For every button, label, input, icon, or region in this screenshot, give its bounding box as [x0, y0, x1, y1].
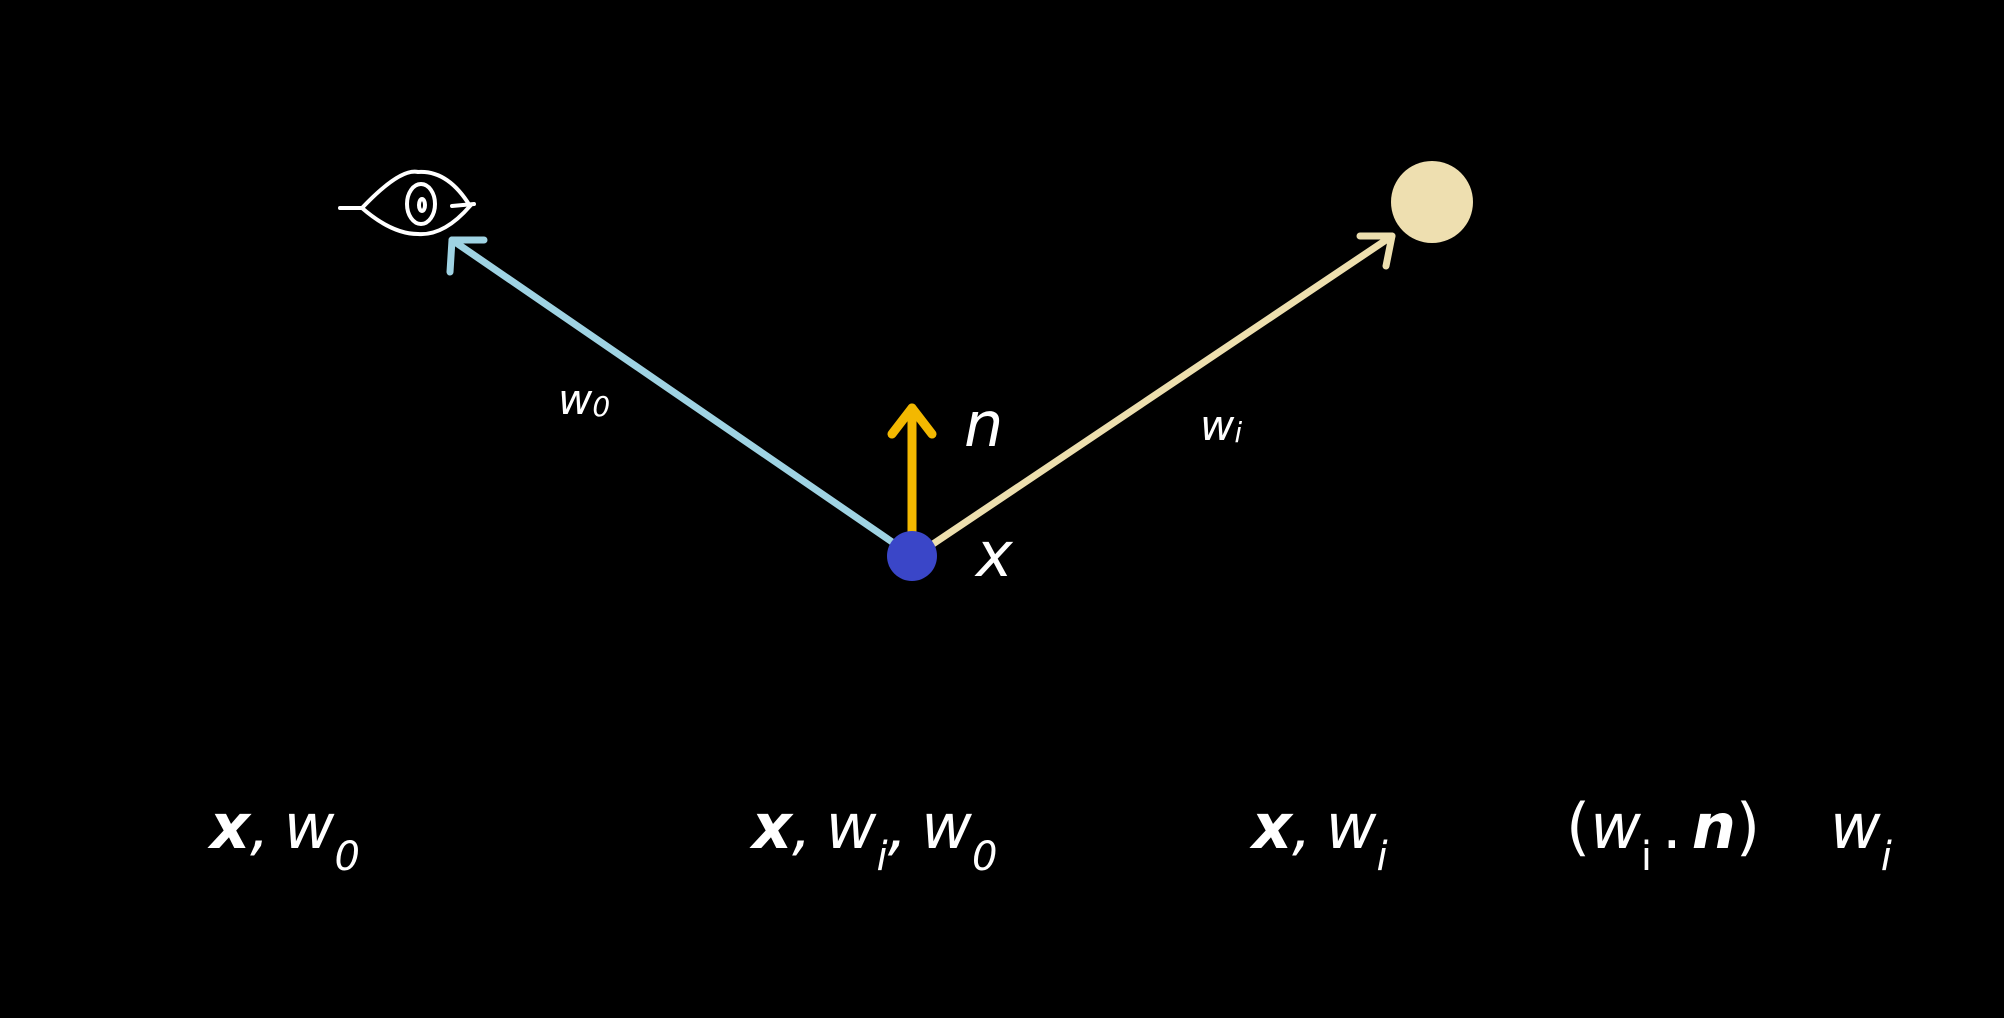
outgoing-direction-arrow — [446, 236, 902, 550]
light-source-icon — [1391, 161, 1473, 243]
equation-term-incoming: x,wi — [1249, 790, 1388, 880]
point-label: x — [974, 518, 1014, 591]
normal-arrow — [887, 403, 937, 541]
equation-term-brdf: x,wi,w0 — [749, 790, 997, 880]
eye-icon — [338, 169, 476, 237]
normal-label: n — [964, 388, 1003, 461]
equation-term-differential: wi — [1830, 790, 1892, 880]
equation-term-outgoing: x,w0 — [207, 790, 360, 880]
incoming-direction-label: wi — [1200, 401, 1242, 450]
equation-term-cosine: (wi.n) — [1566, 790, 1760, 880]
incoming-direction-arrow — [926, 232, 1396, 550]
surface-point — [887, 531, 937, 581]
outgoing-direction-label: w0 — [558, 375, 610, 424]
